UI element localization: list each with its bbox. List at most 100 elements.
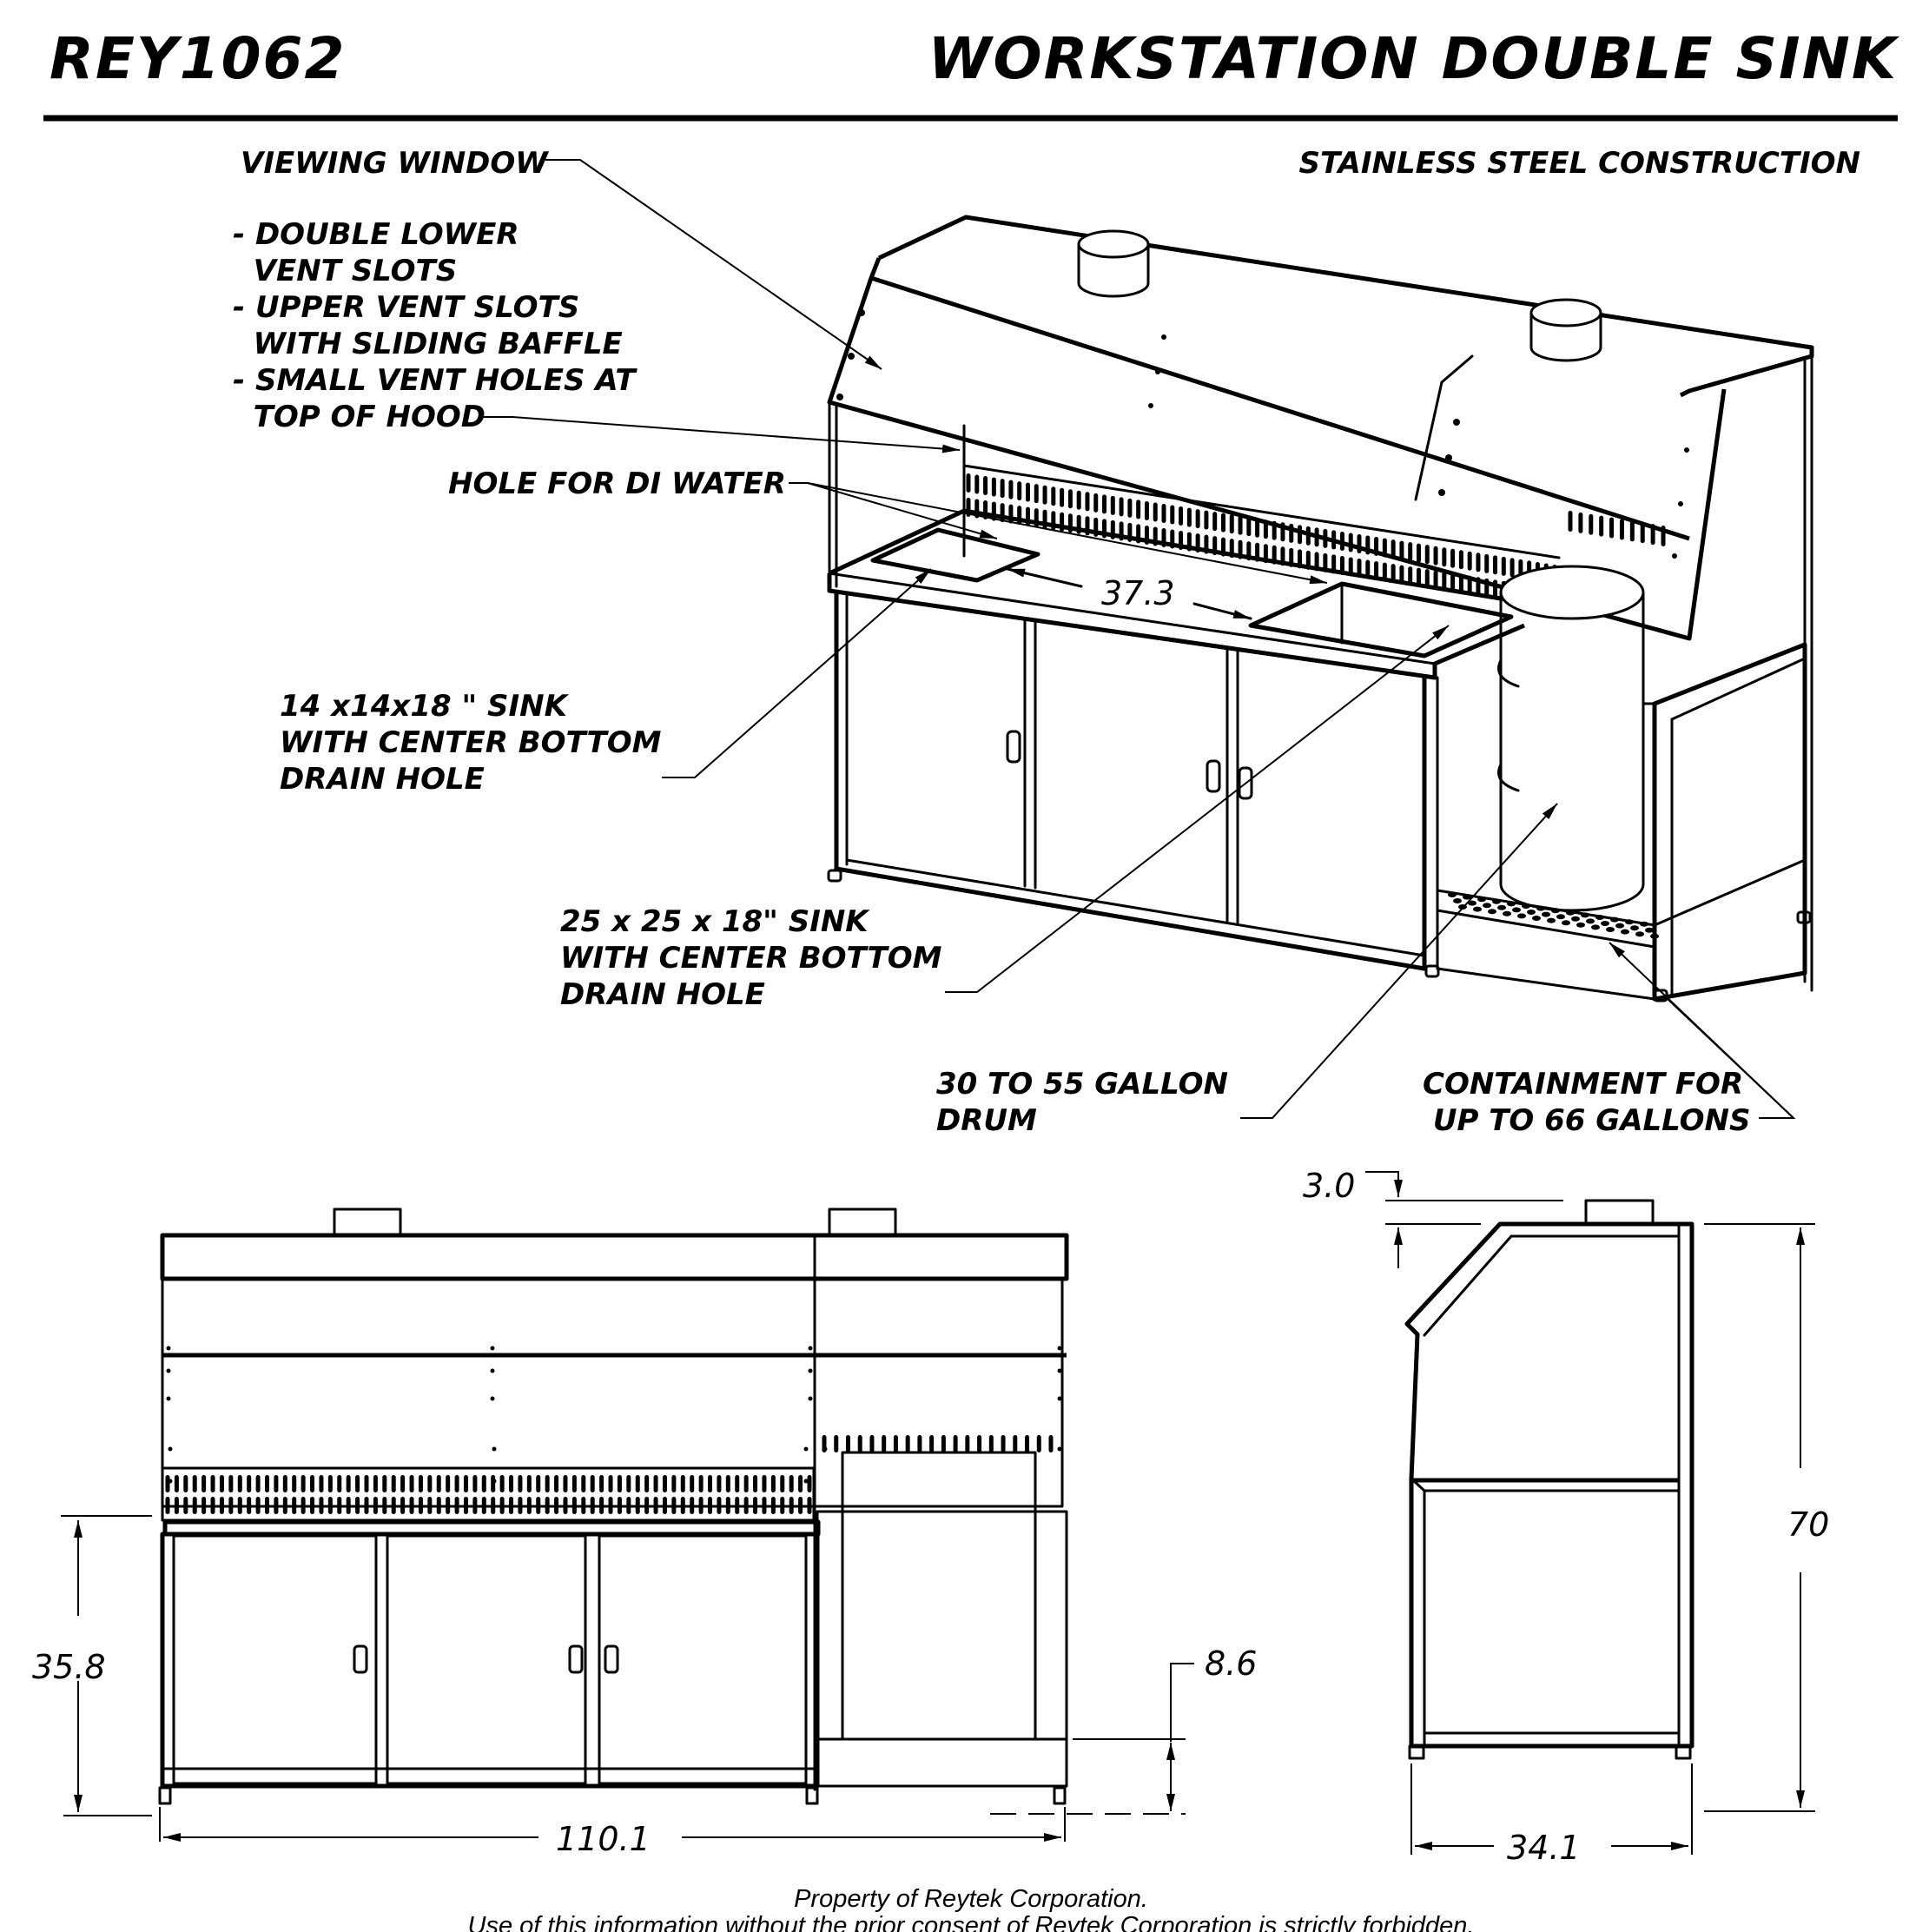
vent-slot bbox=[1144, 500, 1149, 520]
vent-slot bbox=[1067, 489, 1073, 509]
callout-drum: 30 TO 55 GALLON DRUM bbox=[936, 1067, 1228, 1138]
vent-band-top bbox=[962, 464, 1561, 559]
vent-slot bbox=[1305, 526, 1311, 546]
countertop-front-edge bbox=[827, 573, 1525, 680]
grate-hole bbox=[1591, 924, 1600, 930]
front-drum bbox=[841, 1451, 1037, 1741]
screw-dot bbox=[166, 1396, 171, 1401]
vent-slot bbox=[1280, 522, 1285, 542]
vent-slot bbox=[210, 1497, 215, 1514]
vent-slot bbox=[1025, 1435, 1030, 1452]
vent-slot bbox=[192, 1475, 197, 1492]
front-foot bbox=[805, 1786, 819, 1805]
containment-pan bbox=[1436, 858, 1807, 927]
front-upper-vent-slots bbox=[822, 1435, 1054, 1452]
vent-slot bbox=[822, 1435, 827, 1452]
vent-slot bbox=[427, 1475, 433, 1492]
vent-slot bbox=[1001, 1435, 1006, 1452]
front-handle-1 bbox=[353, 1644, 368, 1674]
vent-slot bbox=[228, 1475, 234, 1492]
vent-slot bbox=[1493, 555, 1498, 575]
vent-slot bbox=[753, 1475, 758, 1492]
vent-slot bbox=[1161, 504, 1166, 523]
vent-slot bbox=[1255, 518, 1260, 538]
vent-slot bbox=[789, 1475, 794, 1492]
vent-slot bbox=[1136, 500, 1141, 519]
vent-slot bbox=[1599, 515, 1604, 537]
grate-hole bbox=[1595, 915, 1604, 920]
vent-slot bbox=[1298, 525, 1303, 545]
vent-slot bbox=[201, 1497, 207, 1514]
small-sink-line: 14 x14x18 " SINK bbox=[280, 689, 570, 724]
vent-slot bbox=[991, 477, 996, 497]
vent-slot bbox=[400, 1475, 406, 1492]
footer: Property of Reytek Corporation. Use of t… bbox=[468, 1885, 1475, 1932]
containment-base bbox=[1436, 967, 1656, 1001]
front-panel-screws bbox=[166, 1346, 1062, 1484]
vent-slot bbox=[373, 1475, 378, 1492]
callout-small-sink: 14 x14x18 " SINK WITH CENTER BOTTOM DRAI… bbox=[280, 689, 662, 797]
vent-slot bbox=[1374, 537, 1379, 557]
leader-viewing-window bbox=[545, 159, 882, 370]
dim-counter-height: 35.8 bbox=[32, 1648, 106, 1686]
front-handle-3 bbox=[604, 1644, 619, 1674]
vent-slot bbox=[183, 1475, 188, 1492]
vent-slot bbox=[310, 1475, 315, 1492]
grate-hole bbox=[1527, 910, 1536, 915]
vent-slot bbox=[346, 1475, 351, 1492]
vent-slot bbox=[409, 1497, 414, 1514]
vent-slot bbox=[1424, 545, 1430, 565]
vent-slot bbox=[1484, 578, 1490, 598]
side-hood-inner bbox=[1423, 1222, 1681, 1748]
vent-slot bbox=[1374, 561, 1379, 581]
containment-grate-holes bbox=[1448, 892, 1659, 939]
vent-slot bbox=[1272, 520, 1277, 540]
callout-viewing-window: VIEWING WINDOW bbox=[241, 146, 549, 181]
door-divider-1 bbox=[1023, 617, 1037, 890]
vent-slot bbox=[1348, 557, 1353, 577]
vent-slot bbox=[1000, 479, 1005, 499]
hood-screws bbox=[836, 309, 1689, 559]
vent-slot bbox=[1510, 558, 1515, 578]
vent-slot bbox=[1119, 497, 1124, 517]
door-handle-3 bbox=[1238, 766, 1253, 800]
leader-vent-features bbox=[482, 416, 961, 453]
screw-dot bbox=[808, 1346, 813, 1351]
vent-slot bbox=[1289, 523, 1294, 543]
vent-slot bbox=[1357, 559, 1362, 578]
screw-dot bbox=[803, 1479, 809, 1484]
vent-slot bbox=[680, 1497, 685, 1514]
vent-slot bbox=[1640, 522, 1645, 544]
screw-dot bbox=[808, 1396, 813, 1401]
vent-slot bbox=[644, 1475, 650, 1492]
vent-slot bbox=[481, 1475, 486, 1492]
vent-feature-line: VENT SLOTS bbox=[233, 254, 457, 288]
vent-slot bbox=[653, 1497, 658, 1514]
vent-slot bbox=[174, 1497, 179, 1514]
vent-slot bbox=[1650, 524, 1655, 546]
vent-slot bbox=[929, 1435, 935, 1452]
vent-slot bbox=[965, 1435, 970, 1452]
vent-slot bbox=[1609, 517, 1615, 539]
right-side-panel-top bbox=[1670, 657, 1807, 721]
drum-line: 30 TO 55 GALLON bbox=[936, 1067, 1228, 1102]
grate-hole bbox=[1536, 905, 1545, 911]
vent-slot bbox=[382, 1497, 387, 1514]
vent-slot bbox=[346, 1497, 351, 1514]
vent-slot bbox=[1399, 565, 1404, 585]
vent-slot bbox=[1314, 527, 1319, 547]
drum bbox=[1497, 565, 1645, 912]
drawing-title: WORKSTATION DOUBLE SINK bbox=[928, 25, 1900, 92]
vent-slot bbox=[1484, 553, 1490, 573]
front-handle-2 bbox=[568, 1644, 584, 1674]
grate-hole bbox=[1542, 911, 1550, 917]
vent-slot bbox=[554, 1475, 559, 1492]
vent-slot bbox=[1458, 574, 1463, 594]
vent-slot bbox=[717, 1475, 722, 1492]
vent-slot bbox=[1025, 482, 1030, 502]
small-sink-opening bbox=[870, 527, 1040, 583]
grate-hole bbox=[1566, 910, 1575, 916]
vent-slot bbox=[1661, 526, 1666, 546]
vent-slot bbox=[472, 1475, 478, 1492]
grate-hole bbox=[1488, 909, 1496, 915]
